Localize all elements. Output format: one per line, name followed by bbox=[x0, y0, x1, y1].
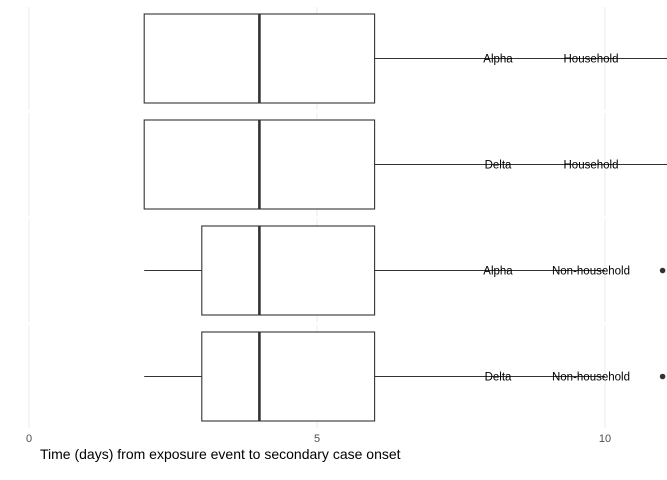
iqr-box bbox=[201, 225, 376, 316]
setting-label: Non-household bbox=[552, 266, 630, 278]
x-tick-label: 5 bbox=[314, 433, 320, 445]
x-tick-layer: 0 5 10 bbox=[26, 433, 611, 445]
outlier-point bbox=[659, 267, 666, 274]
variant-label: Delta bbox=[485, 372, 512, 384]
iqr-box bbox=[201, 331, 376, 422]
box-2 bbox=[144, 225, 666, 316]
box-0 bbox=[143, 13, 667, 104]
box-1 bbox=[143, 119, 667, 210]
variant-label: Alpha bbox=[483, 266, 513, 278]
variant-label: Delta bbox=[485, 160, 512, 172]
setting-label: Household bbox=[564, 54, 619, 66]
outlier-point bbox=[659, 373, 666, 380]
box-3 bbox=[144, 331, 666, 422]
x-tick-label: 10 bbox=[599, 433, 611, 445]
box-layer bbox=[143, 13, 667, 422]
setting-label: Household bbox=[564, 160, 619, 172]
setting-label: Non-household bbox=[552, 372, 630, 384]
variant-label: Alpha bbox=[483, 54, 513, 66]
x-axis-title: Time (days) from exposure event to secon… bbox=[40, 446, 401, 462]
x-tick-label: 0 bbox=[26, 433, 32, 445]
